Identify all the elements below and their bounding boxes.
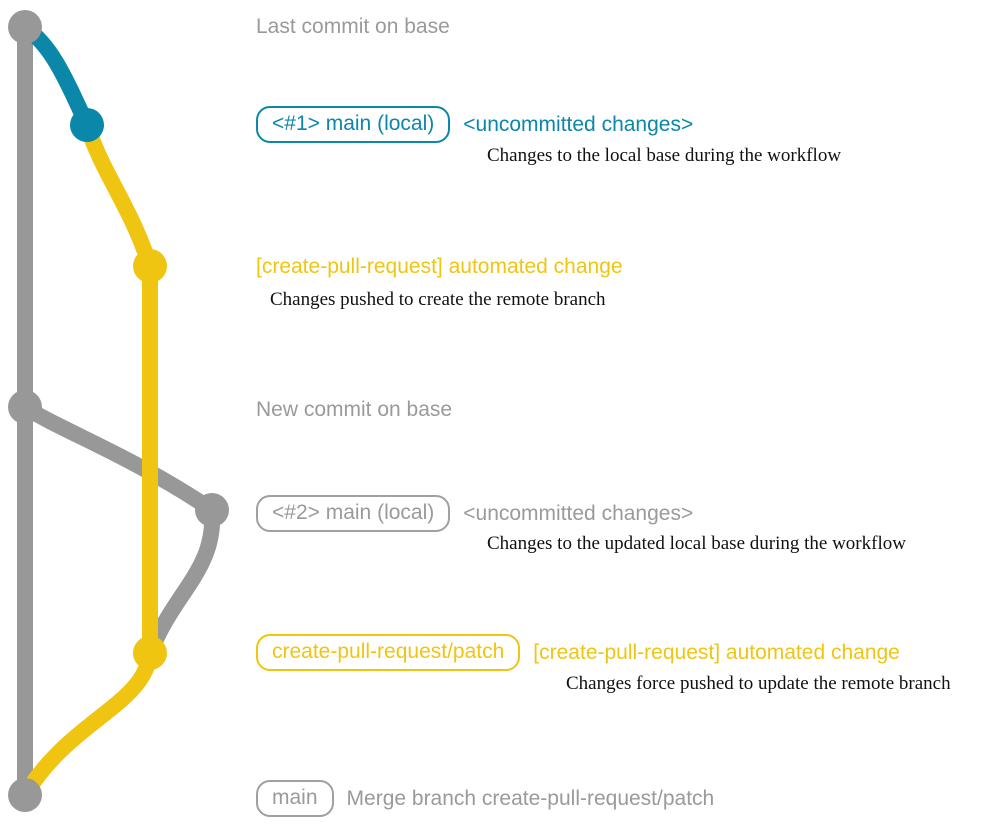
ref-badge-main[interactable]: main — [256, 780, 334, 817]
commit-node-patch-1[interactable] — [133, 249, 167, 283]
entry-local-uncommitted-2: <#2> main (local) <uncommitted changes> — [256, 495, 693, 532]
entry-local-uncommitted-1: <#1> main (local) <uncommitted changes> — [256, 106, 693, 143]
commit-node-merge[interactable] — [8, 778, 42, 812]
note-automated-change-2: Changes force pushed to update the remot… — [566, 673, 951, 694]
headline-last-commit-on-base: Last commit on base — [256, 15, 450, 38]
local2-to-patch2-line — [142, 502, 221, 661]
commit-subject-uncommitted-2: <uncommitted changes> — [463, 502, 694, 525]
headline-automated-change-1: [create-pull-request] automated change — [256, 255, 623, 278]
commit-subject-uncommitted-1: <uncommitted changes> — [463, 113, 694, 136]
ref-badge-main-local-1[interactable]: <#1> main (local) — [256, 106, 451, 143]
headline-new-commit-on-base: New commit on base — [256, 398, 453, 421]
commit-node-base-head[interactable] — [8, 10, 42, 44]
commit-node-local-2[interactable] — [195, 493, 229, 527]
entry-merge-commit: main Merge branch create-pull-request/pa… — [256, 780, 714, 817]
patch-branch-line-lower — [17, 645, 158, 803]
note-local-uncommitted-1: Changes to the local base during the wor… — [487, 145, 842, 166]
note-local-uncommitted-2: Changes to the updated local base during… — [487, 533, 906, 554]
commit-node-patch-2[interactable] — [133, 636, 167, 670]
local-branch-line — [17, 19, 95, 133]
patch-branch-line-upper — [79, 117, 158, 274]
commit-node-local-1[interactable] — [70, 108, 104, 142]
ref-badge-create-pull-request-patch[interactable]: create-pull-request/patch — [256, 634, 521, 671]
entry-automated-change-2: create-pull-request/patch [create-pull-r… — [256, 634, 900, 671]
commit-node-base-new[interactable] — [8, 390, 42, 424]
commit-subject-merge: Merge branch create-pull-request/patch — [346, 787, 715, 810]
base-to-local2-line — [17, 399, 220, 518]
ref-badge-main-local-2[interactable]: <#2> main (local) — [256, 495, 451, 532]
commit-subject-automated-change-2: [create-pull-request] automated change — [533, 641, 900, 664]
note-automated-change-1: Changes pushed to create the remote bran… — [270, 289, 606, 310]
